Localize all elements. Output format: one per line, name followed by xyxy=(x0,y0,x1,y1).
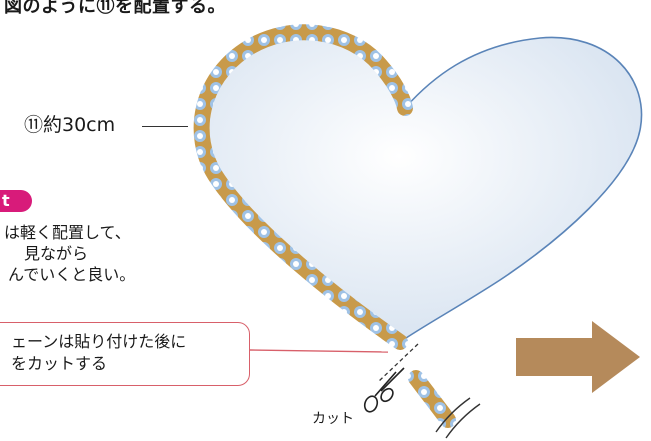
chain-tail xyxy=(408,370,456,428)
break-mark xyxy=(445,403,481,439)
rhinestone-chain xyxy=(193,24,413,350)
part-length-label: ⑪約30cm xyxy=(24,114,116,136)
cut-line xyxy=(377,343,419,383)
note-line: ェーンは貼り付けた後に xyxy=(11,332,187,351)
tip-line: んでいくと良い。 xyxy=(8,265,136,284)
point-badge: t xyxy=(0,190,32,212)
next-step-arrow-icon xyxy=(516,321,640,393)
cut-note-box: ェーンは貼り付けた後に をカットする xyxy=(0,322,250,386)
tip-line: は軽く配置して、 xyxy=(4,223,131,242)
scissors-icon xyxy=(363,367,405,413)
tip-text: は軽く配置して、 見ながら んでいくと良い。 xyxy=(0,222,135,285)
instruction-text: 図のように⑪を配置する。 xyxy=(4,0,226,17)
note-leader xyxy=(249,349,389,353)
part-leader-line xyxy=(142,126,188,127)
note-line: をカットする xyxy=(11,354,108,373)
heart-shape xyxy=(200,31,643,343)
tip-line: 見ながら xyxy=(24,244,89,263)
cut-label: カット xyxy=(312,411,354,427)
break-mark xyxy=(435,397,471,433)
